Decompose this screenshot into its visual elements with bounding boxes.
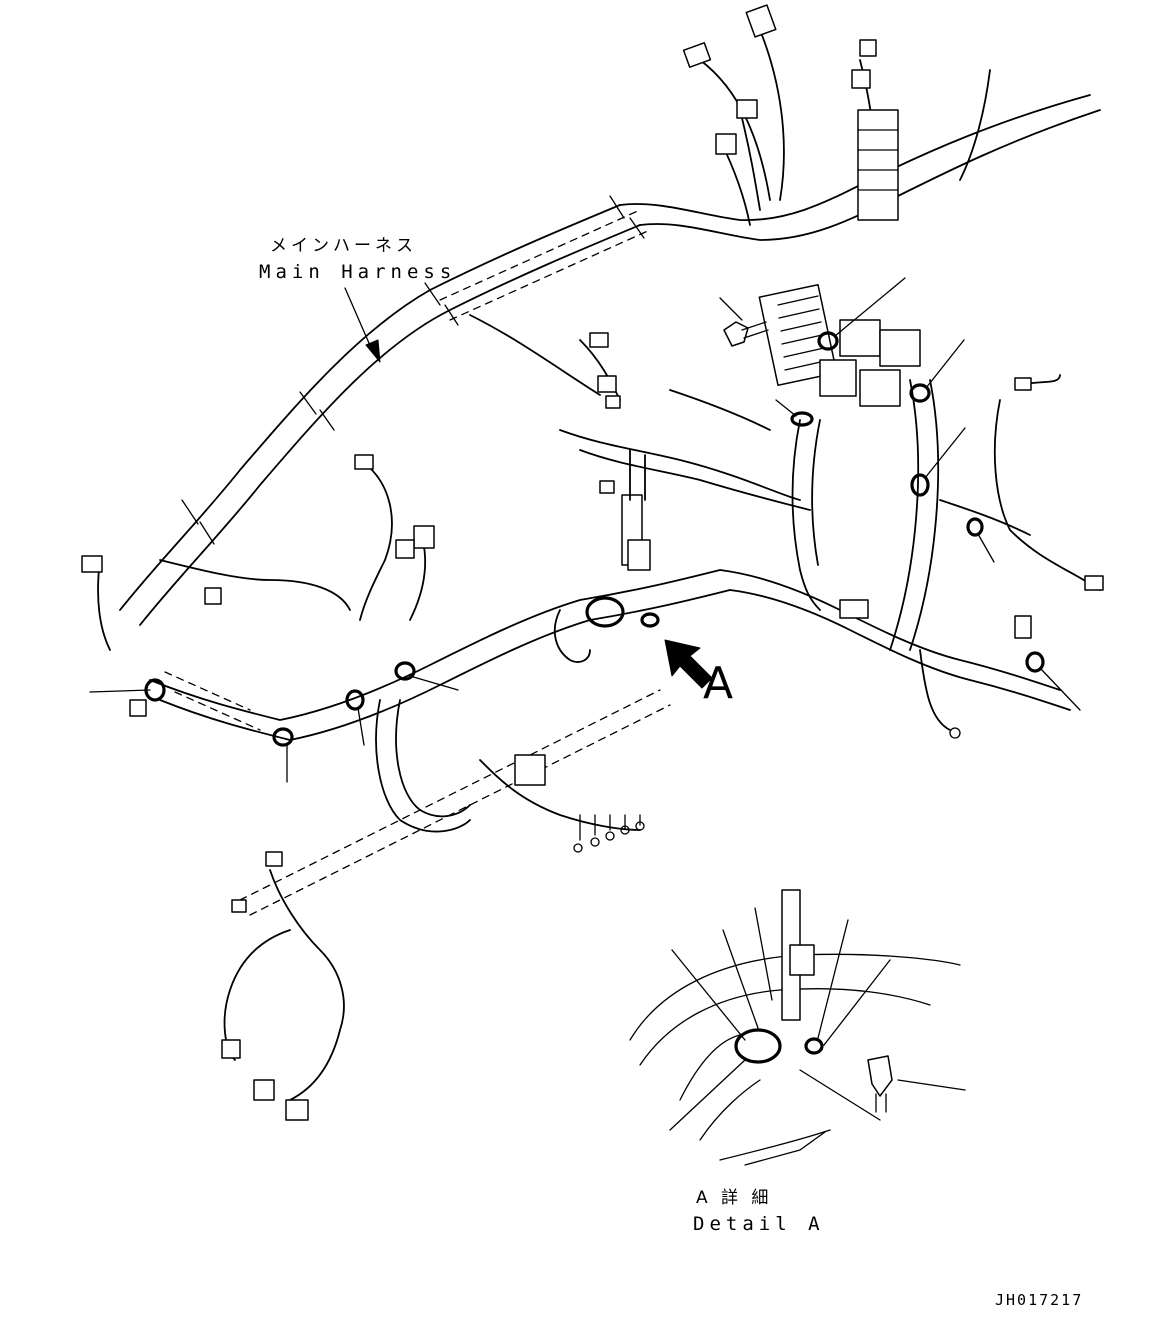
detail-a-title-en: Detail A: [693, 1213, 825, 1235]
detail-a-inset: [629, 889, 966, 1166]
main-harness-label-leader: [344, 287, 381, 363]
right-side-branches: [839, 374, 1104, 739]
leader-lines: [89, 277, 1081, 783]
main-harness-trunk: [119, 94, 1101, 626]
view-a-arrow: [664, 639, 713, 689]
upper-branch-connectors: [682, 4, 991, 226]
lower-harness-run: [149, 569, 1071, 833]
bolt-part: [723, 321, 769, 347]
main-harness-label-en: Main Harness: [259, 261, 457, 283]
left-branches: [81, 314, 811, 717]
view-a-marker: A: [703, 658, 734, 709]
central-connector-stack: [585, 449, 660, 628]
drawing-code: JH017217: [995, 1291, 1084, 1309]
relay-fuse-block: [758, 283, 940, 651]
clamp-rings: [144, 331, 1045, 747]
detail-a-title-jp: A 詳 細: [696, 1188, 773, 1208]
main-harness-label-jp: メインハーネス: [270, 236, 417, 256]
ground-harness: [221, 689, 671, 1121]
